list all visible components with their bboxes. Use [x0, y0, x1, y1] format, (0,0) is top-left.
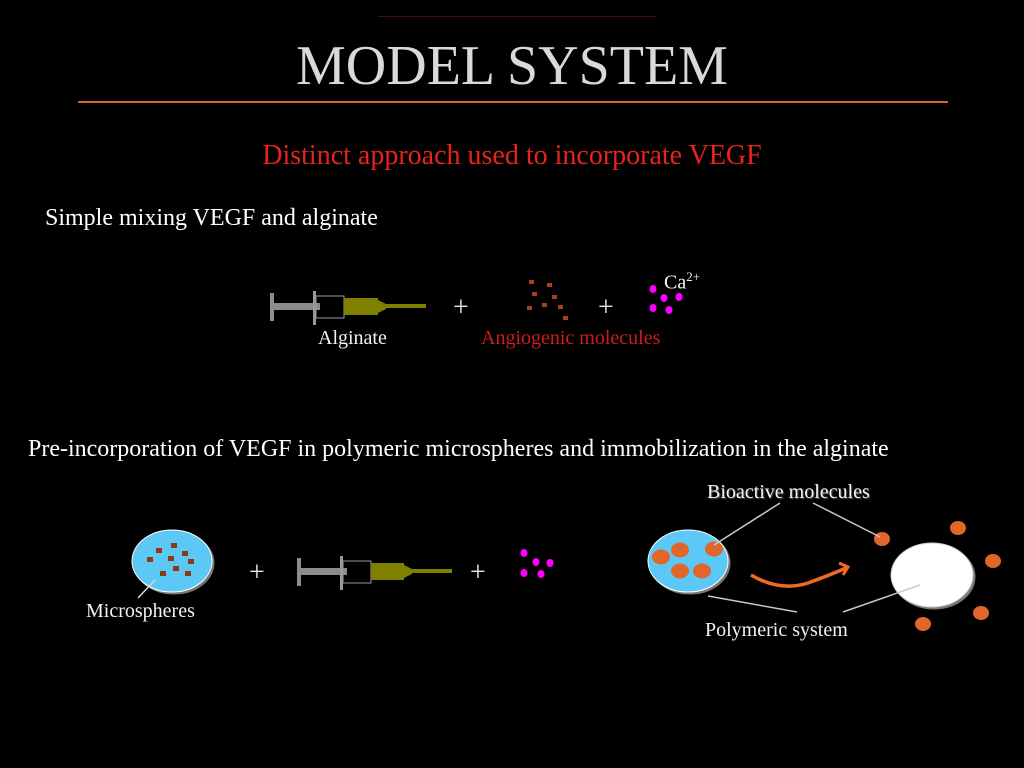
- calcium-label: Ca2+: [664, 269, 701, 294]
- release-arrow-icon: [750, 561, 851, 588]
- page-subtitle: Distinct approach used to incorporate VE…: [262, 140, 762, 171]
- angiogenic-molecules-icon: [527, 280, 568, 320]
- polymeric-system-loaded-icon: [647, 529, 729, 593]
- bioactive-molecules-label: Bioactive molecules: [707, 481, 870, 503]
- plus-sign: +: [249, 557, 265, 588]
- top-rule: [378, 16, 656, 17]
- calcium-ions-icon: [520, 549, 554, 578]
- angiogenic-molecules-label: Angiogenic molecules: [481, 327, 661, 349]
- page-title: MODEL SYSTEM: [296, 35, 728, 97]
- title-underline: [78, 101, 948, 103]
- polymeric-system-empty-icon: [874, 521, 1001, 631]
- syringe-icon: [270, 291, 426, 325]
- section1-heading: Simple mixing VEGF and alginate: [45, 205, 378, 231]
- section2-heading: Pre-incorporation of VEGF in polymeric m…: [28, 436, 889, 462]
- plus-sign: +: [470, 557, 486, 588]
- callout-lines: [707, 502, 921, 613]
- microsphere-icon: [131, 529, 213, 599]
- calcium-ions-icon: [649, 285, 683, 314]
- plus-sign: +: [453, 292, 469, 323]
- polymeric-system-label: Polymeric system: [705, 619, 848, 641]
- plus-sign: +: [598, 292, 614, 323]
- microspheres-label: Microspheres: [86, 600, 195, 622]
- syringe-icon: [297, 556, 452, 590]
- alginate-label: Alginate: [318, 327, 387, 349]
